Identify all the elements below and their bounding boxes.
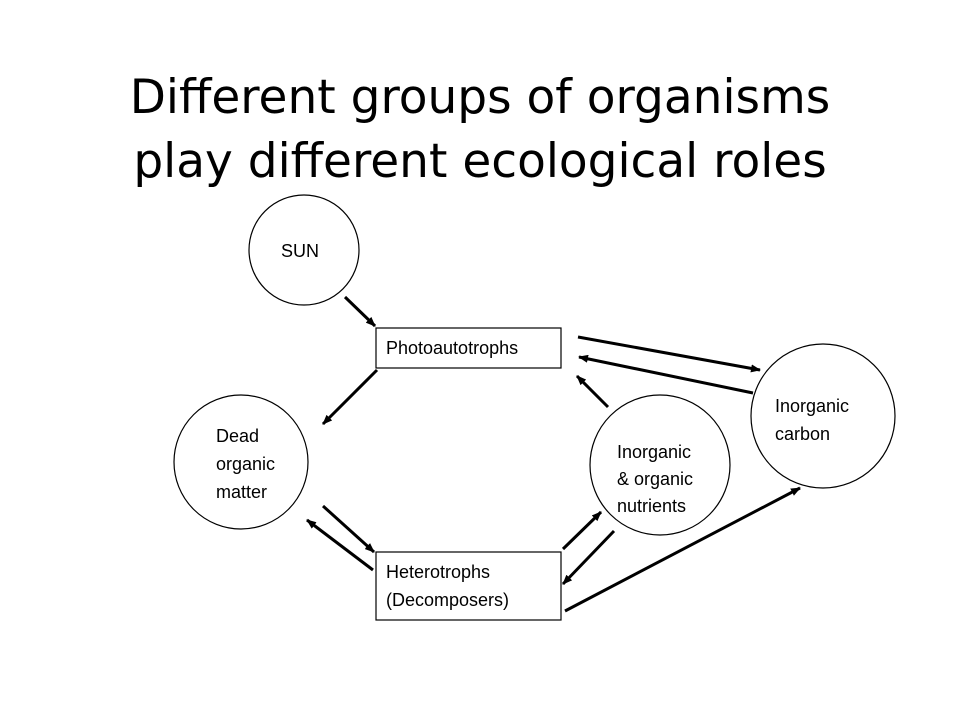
nutrients-line-2: & organic	[617, 469, 693, 489]
heterotrophs-line-1: Heterotrophs	[386, 562, 490, 582]
arrow-nutrients-to-photoautotrophs	[575, 374, 610, 409]
inorganic-carbon-line-1: Inorganic	[775, 396, 849, 416]
arrow-sun-to-photoautotrophs	[343, 295, 377, 328]
dead-organic-line-2: organic	[216, 454, 275, 474]
dead-organic-line-3: matter	[216, 482, 267, 502]
arrow-heterotrophs-to-dead-matter	[306, 518, 374, 572]
title-line-2: play different ecological roles	[133, 134, 827, 189]
heterotrophs-node: Heterotrophs (Decomposers)	[375, 551, 562, 621]
arrow-nutrients-to-heterotrophs	[561, 529, 616, 586]
nutrients-line-3: nutrients	[617, 496, 686, 516]
sun-node: SUN	[248, 194, 360, 306]
sun-label: SUN	[281, 241, 319, 261]
arrow-heterotrophs-to-nutrients	[561, 510, 603, 551]
arrow-carbon-to-photoautotrophs	[578, 354, 754, 395]
slide-title: Different groups of organisms play diffe…	[0, 66, 960, 194]
photoautotrophs-node: Photoautotrophs	[375, 327, 562, 369]
inorganic-carbon-node: Inorganic carbon	[750, 343, 896, 489]
arrow-photoautotrophs-to-carbon	[577, 335, 761, 373]
nutrients-node: Inorganic & organic nutrients	[589, 394, 731, 536]
photoautotrophs-label: Photoautotrophs	[386, 338, 518, 358]
arrow-dead-matter-to-heterotrophs	[321, 504, 376, 554]
nutrients-line-1: Inorganic	[617, 442, 691, 462]
title-line-1: Different groups of organisms	[129, 70, 831, 125]
arrow-photoautotrophs-to-dead-matter	[321, 368, 379, 426]
arrow-heterotrophs-to-carbon	[564, 486, 801, 613]
inorganic-carbon-line-2: carbon	[775, 424, 830, 444]
heterotrophs-line-2: (Decomposers)	[386, 590, 509, 610]
dead-organic-matter-node: Dead organic matter	[173, 394, 309, 530]
dead-organic-line-1: Dead	[216, 426, 259, 446]
